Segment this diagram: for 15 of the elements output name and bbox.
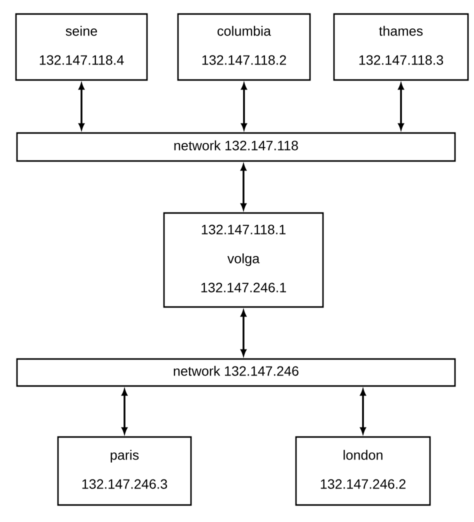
host-box: seine 132.147.118.4 bbox=[15, 13, 148, 81]
network-bar: network 132.147.246 bbox=[16, 358, 456, 387]
arrow bbox=[240, 164, 246, 210]
arrow bbox=[78, 83, 84, 130]
router-box: 132.147.118.1 volga 132.147.246.1 bbox=[163, 212, 324, 308]
arrow bbox=[240, 310, 246, 356]
host-box: columbia 132.147.118.2 bbox=[177, 13, 311, 81]
arrow bbox=[398, 83, 404, 130]
arrow bbox=[122, 389, 128, 434]
host-box: paris 132.147.246.3 bbox=[57, 436, 192, 506]
arrow bbox=[241, 83, 247, 130]
network-bar: network 132.147.118 bbox=[16, 132, 456, 162]
host-box: thames 132.147.118.3 bbox=[333, 13, 469, 81]
host-box: london 132.147.246.2 bbox=[295, 436, 431, 506]
arrow bbox=[360, 389, 366, 434]
